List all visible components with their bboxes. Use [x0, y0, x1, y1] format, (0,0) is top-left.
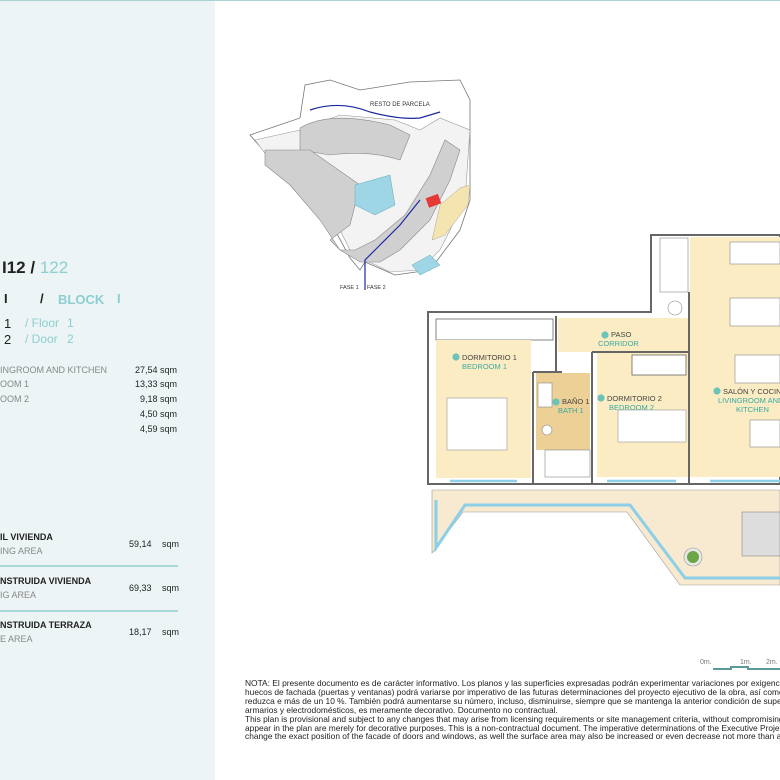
phase-divider [364, 199, 421, 290]
note-line: huecos de fachada (puertas y ventanas) p… [245, 686, 780, 697]
garden-zone [431, 184, 471, 241]
note-line: reduzca e más de un 10 %. También podrá … [245, 695, 780, 706]
bed-1 [446, 397, 508, 451]
room-name-en: LIVINGROOM AND [718, 396, 780, 405]
scale-label: 0m. [700, 659, 712, 666]
summary-unit: sqm [162, 583, 180, 593]
washer-icon [667, 300, 683, 316]
summary-value: 69,33 [129, 583, 152, 593]
door-label: / Door [25, 332, 58, 346]
site-plan-label: RESTO DE PARCELA [370, 102, 430, 108]
disclaimer-note: NOTA: El presente documento es de caráct… [245, 679, 780, 741]
room-name-en: BEDROOM 2 [609, 403, 654, 412]
note-line: This plan is provisional and subject to … [245, 713, 780, 724]
summary-unit: sqm [162, 539, 180, 549]
bed-2 [617, 409, 687, 443]
room-number-badge [597, 394, 605, 402]
building-south [264, 139, 461, 263]
summary-subtitle: ING AREA [0, 546, 43, 556]
phase-2-label: FASE 2 [367, 285, 386, 291]
room-name-es: PASO [611, 330, 631, 339]
note-line: change the exact position of the facade … [245, 731, 780, 742]
room-name-es: DORMITORIO 1 [462, 353, 517, 362]
phase-boundary [309, 104, 441, 119]
floor-value-en: 1 [67, 316, 74, 330]
room-number-badge [713, 387, 721, 395]
room-name-es: DORMITORIO 2 [607, 394, 662, 403]
room-label: INGROOM AND KITCHEN [0, 365, 108, 375]
dining-table [734, 354, 780, 384]
room-name-en: BATH 1 [558, 406, 584, 415]
scale-label: 2m. [766, 659, 778, 666]
sidebar: I12 / 122 I / BLOCK I 1 / Floor 1 2 / Do… [0, 1, 215, 780]
pool [354, 174, 396, 216]
room-number-badge [601, 331, 609, 339]
kitchen-island [729, 297, 780, 327]
shower [544, 449, 591, 478]
unit-total: 122 [39, 258, 69, 277]
interior-walls [532, 292, 690, 484]
water-zone [411, 254, 441, 276]
divider [0, 610, 178, 612]
block-label: BLOCK [58, 292, 105, 307]
room-name-en: BEDROOM 1 [462, 362, 507, 371]
summary-unit: sqm [162, 627, 180, 637]
note-line: armarios y electrodomésticos, es meramen… [245, 704, 558, 715]
scale-bar: 0m. 1m. 2m. [700, 659, 780, 670]
block-slash: / [40, 291, 44, 306]
room-name-es: SALÓN Y COCINA [723, 387, 780, 396]
scale-label: 1m. [740, 659, 752, 666]
room-area: 9,18 sqm [139, 394, 177, 404]
toilet-icon [541, 424, 553, 436]
summary-title: NSTRUIDA VIVIENDA [0, 576, 92, 586]
room-label: OOM 2 [0, 394, 30, 404]
room-corridor [558, 318, 688, 352]
room-label: OOM 1 [0, 379, 30, 389]
wardrobe-2 [631, 354, 687, 376]
summary-subtitle: IG AREA [0, 590, 37, 600]
door-value: 2 [4, 332, 12, 347]
planter [434, 500, 780, 580]
divider [0, 565, 178, 567]
room-number-badge [452, 353, 460, 361]
terrace-table [741, 511, 780, 557]
note-line: appear in the plan are merely for decora… [245, 722, 780, 733]
summary-subtitle: E AREA [0, 634, 33, 644]
room-name-en: KITCHEN [736, 405, 769, 414]
room-area: 27,54 sqm [134, 365, 177, 375]
kitchen-counter [729, 241, 780, 265]
note-line: NOTA: El presente documento es de caráct… [245, 679, 780, 688]
wardrobe [435, 318, 554, 341]
plant-icon [687, 551, 699, 563]
unit-number: I12 / [2, 258, 36, 277]
block-value: I [4, 291, 8, 306]
summary-value: 59,14 [129, 539, 152, 549]
laundry [659, 237, 689, 293]
summary-title: NSTRUIDA TERRAZA [0, 620, 92, 630]
building-north [299, 117, 411, 161]
room-area: 13,33 sqm [134, 379, 177, 389]
coffee-table [749, 419, 780, 448]
room-name-es: BAÑO 1 [562, 397, 590, 406]
room-number-badge [552, 398, 560, 406]
room-area: 4,50 sqm [139, 409, 177, 419]
room-name-en: CORRIDOR [598, 339, 639, 348]
phase-1-label: FASE 1 [340, 285, 359, 291]
door-value-en: 2 [67, 332, 74, 346]
sink-icon [537, 382, 553, 408]
block-value-en: I [117, 291, 121, 306]
summary-title: IL VIVIENDA [0, 532, 53, 542]
room-labels: DORMITORIO 1 BEDROOM 1 PASO CORRIDOR BAÑ… [452, 330, 780, 415]
room-area: 4,59 sqm [139, 424, 177, 434]
top-border [0, 0, 780, 1]
floor-value: 1 [4, 316, 12, 331]
summary-value: 18,17 [129, 627, 152, 637]
unit-info: I12 / 122 [2, 258, 68, 278]
floor-label: / Floor [25, 316, 60, 330]
unit-location-highlight [425, 193, 442, 208]
